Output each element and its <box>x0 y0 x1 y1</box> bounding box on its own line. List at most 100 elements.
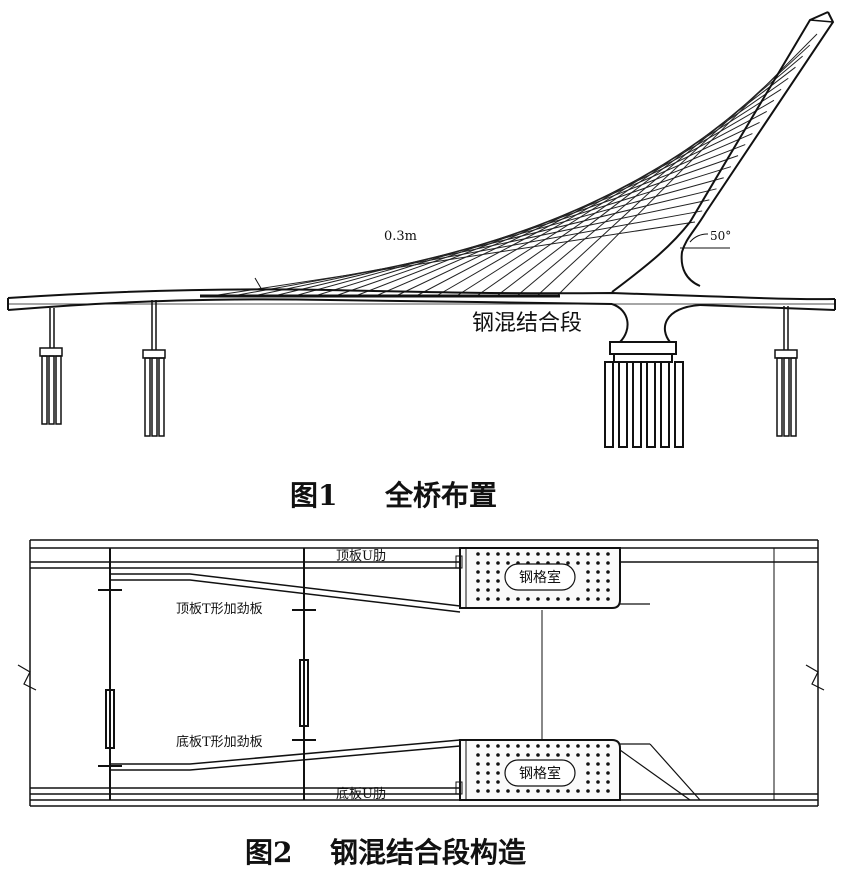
figure1-caption-text: 全桥布置 <box>384 479 497 512</box>
dowel <box>596 744 600 748</box>
stay-cable <box>557 33 818 296</box>
dowel <box>536 789 540 793</box>
composite-segment-label: 钢混结合段 <box>472 311 582 336</box>
dowel <box>566 561 570 565</box>
dowel <box>496 744 500 748</box>
main-pier <box>604 303 701 448</box>
dowel <box>486 561 490 565</box>
cable-spacing-label: 0.3m <box>384 229 417 244</box>
pylon <box>611 11 835 293</box>
pylon-angle-label: 50° <box>710 229 731 243</box>
dowel <box>496 588 500 592</box>
dowel <box>496 570 500 574</box>
dowel <box>596 552 600 556</box>
dowel <box>606 588 610 592</box>
dowel <box>526 552 530 556</box>
dowel <box>506 561 510 565</box>
dowel <box>526 789 530 793</box>
right-stiffeners <box>619 603 701 801</box>
dowel <box>496 753 500 757</box>
dowel <box>496 762 500 766</box>
cell-label-frame-top <box>504 563 576 591</box>
dowel <box>586 789 590 793</box>
bottom-u-rib-label: 底板U肋 <box>336 786 386 802</box>
dowel <box>476 579 480 583</box>
dowel <box>486 789 490 793</box>
dowel <box>596 753 600 757</box>
top-t-stiffener <box>110 573 461 613</box>
dowel <box>606 552 610 556</box>
dowel <box>496 579 500 583</box>
dowel <box>476 588 480 592</box>
dowel <box>576 753 580 757</box>
cable-angle-mark <box>254 277 263 291</box>
dowel <box>526 744 530 748</box>
dowel <box>576 552 580 556</box>
dowel <box>486 570 490 574</box>
dowel <box>486 771 490 775</box>
dowel <box>606 579 610 583</box>
dowel <box>526 597 530 601</box>
dowel <box>606 744 610 748</box>
dowel <box>486 780 490 784</box>
dowel <box>476 570 480 574</box>
dowel <box>506 597 510 601</box>
side-pier-1 <box>39 308 63 425</box>
dowel <box>486 597 490 601</box>
dowel <box>586 561 590 565</box>
dowel <box>606 771 610 775</box>
diaphragms <box>98 548 316 800</box>
dowel <box>496 789 500 793</box>
figure2-caption-text: 钢混结合段构造 <box>330 836 526 869</box>
dowel <box>536 753 540 757</box>
dowel <box>476 753 480 757</box>
dowel <box>576 561 580 565</box>
break-mark-right <box>805 664 825 691</box>
figure1-bridge-layout <box>7 11 836 448</box>
dowel <box>476 597 480 601</box>
dowel <box>566 552 570 556</box>
dowel <box>496 561 500 565</box>
dowel <box>556 753 560 757</box>
dowel <box>556 789 560 793</box>
dowel <box>566 744 570 748</box>
main-pier-piles <box>604 361 684 448</box>
concrete-dowels-bottom <box>476 744 610 793</box>
dowel <box>536 597 540 601</box>
stay-cable <box>397 122 760 296</box>
dowel <box>496 552 500 556</box>
stay-cable <box>437 99 775 296</box>
dowel <box>486 588 490 592</box>
steel-cell-bottom-label: 钢格室 <box>519 765 561 782</box>
dowel <box>516 552 520 556</box>
figure2-composite-detail <box>17 539 825 807</box>
stay-cable <box>257 199 710 296</box>
dowel <box>546 597 550 601</box>
dowel <box>496 771 500 775</box>
dowel <box>476 744 480 748</box>
dowel <box>606 780 610 784</box>
dowel <box>596 762 600 766</box>
dowel <box>606 789 610 793</box>
dowel <box>576 597 580 601</box>
dowel <box>576 744 580 748</box>
dowel <box>606 597 610 601</box>
side-pier-3 <box>774 306 798 437</box>
stay-cable <box>297 177 724 296</box>
stay-cable <box>457 88 782 296</box>
dowel <box>526 753 530 757</box>
stay-cable <box>417 110 767 296</box>
dowel <box>586 552 590 556</box>
side-pier-2 <box>142 300 166 437</box>
dowel <box>546 789 550 793</box>
dowel <box>476 780 480 784</box>
dowel <box>476 561 480 565</box>
dowel <box>556 744 560 748</box>
girder-outline <box>29 539 819 807</box>
dowel <box>606 570 610 574</box>
dowel <box>596 597 600 601</box>
dowel <box>546 744 550 748</box>
bottom-t-stiffener-label: 底板T形加劲板 <box>176 734 263 750</box>
dowel <box>496 780 500 784</box>
